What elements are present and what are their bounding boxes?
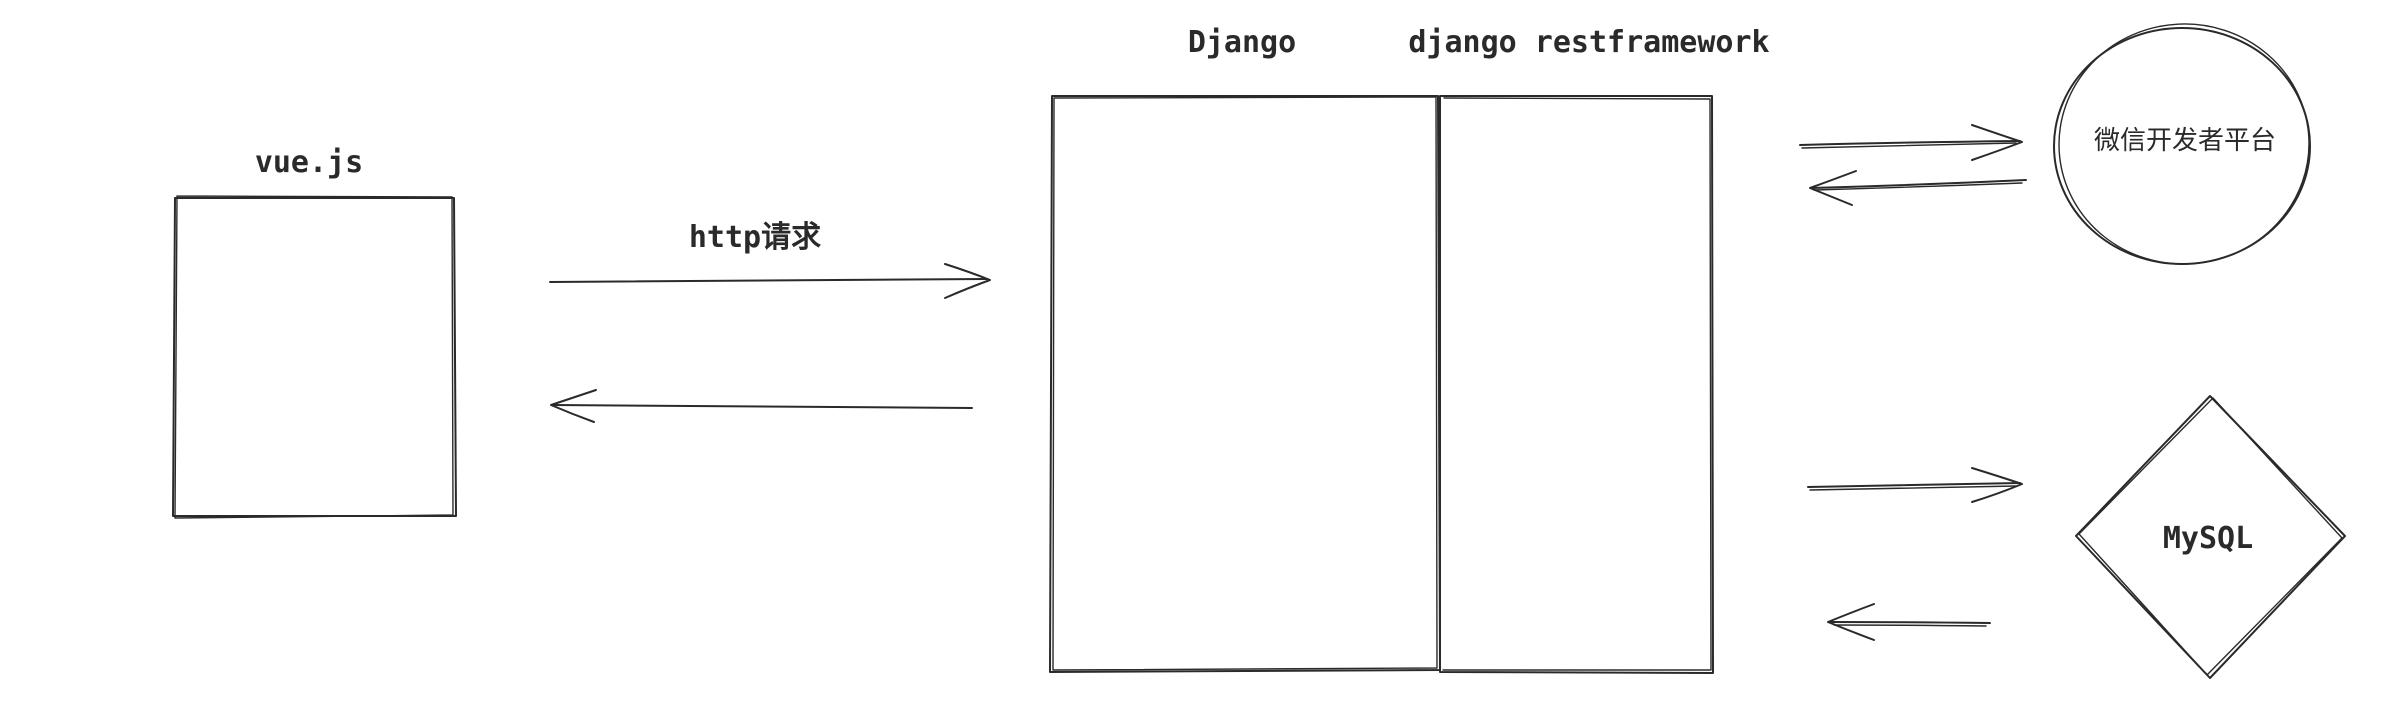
django-node[interactable]: Django [1049, 25, 1441, 673]
arrow-line [1799, 140, 2021, 146]
arrow-head [944, 263, 991, 299]
drf-label: django restframework [1408, 25, 1769, 60]
django-box [1049, 95, 1441, 673]
vue-box [172, 197, 457, 517]
edge-http-label: http请求 [689, 220, 821, 255]
arrow-line [1829, 621, 1991, 624]
arrow-head [550, 389, 597, 423]
edge-django-to-vue [550, 389, 973, 423]
edge-drf-to-mysql [1807, 467, 2023, 503]
wechat-node[interactable]: 微信开发者平台 [2053, 18, 2315, 271]
django-label: Django [1188, 25, 1296, 60]
wechat-label: 微信开发者平台 [2094, 126, 2276, 156]
arrow-head [1827, 603, 1875, 641]
arrow-line [1807, 482, 2021, 488]
arrow-line [549, 278, 988, 283]
arrow-line [1811, 179, 2027, 189]
mysql-node[interactable]: MySQL [2075, 395, 2346, 679]
drf-box [1439, 95, 1714, 674]
vue-label: vue.js [255, 145, 363, 180]
arrow-head [1971, 467, 2023, 503]
vue-node[interactable]: vue.js [172, 145, 457, 519]
drf-node[interactable]: django restframework [1408, 25, 1770, 674]
arrow-line [551, 404, 973, 409]
edge-drf-to-wechat [1799, 124, 2023, 161]
arrow-head [1809, 170, 1857, 206]
edge-mysql-to-drf [1827, 603, 1991, 641]
edge-vue-to-django: http请求 [549, 220, 991, 299]
arrow-head [1971, 124, 2023, 161]
mysql-label: MySQL [2163, 521, 2253, 556]
mysql-diamond [2075, 395, 2346, 679]
edge-wechat-to-drf [1809, 170, 2027, 206]
